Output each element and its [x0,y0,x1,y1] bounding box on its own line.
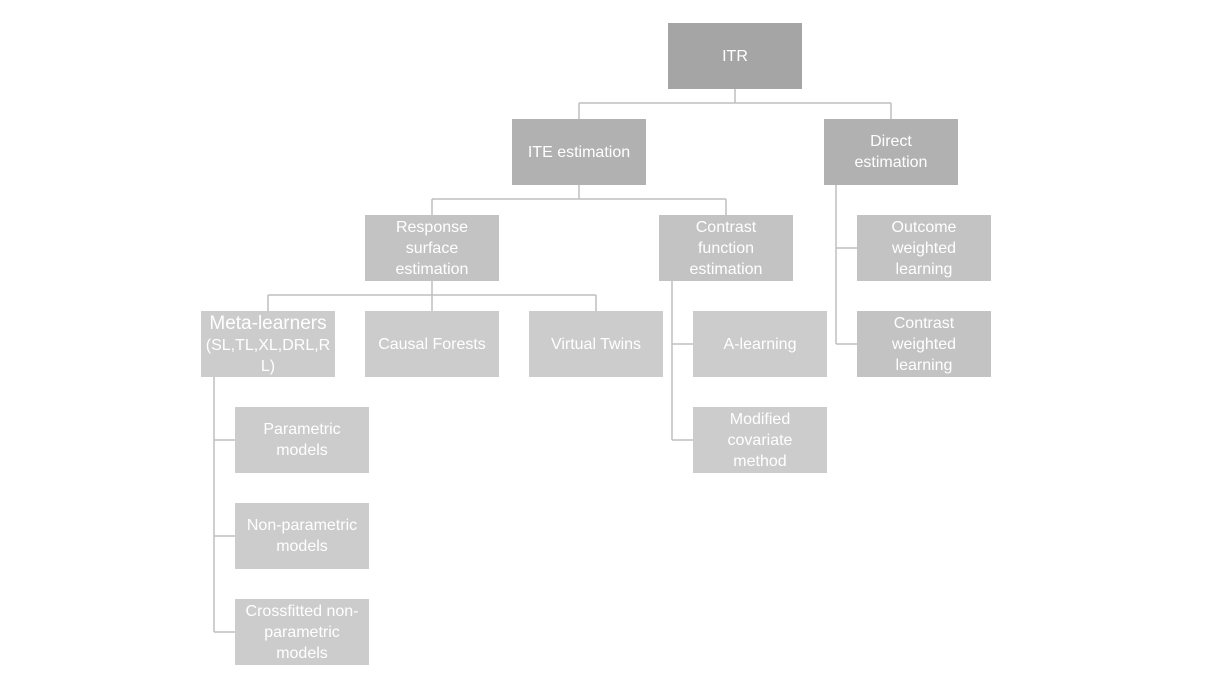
crossfitted-models-label: Crossfitted non- parametric models [245,602,359,662]
parametric-models-node: Parametric models [235,407,369,473]
contrast-function-node: Contrast function estimation [659,215,793,281]
meta-learners-title: Meta-learners [209,312,327,334]
outcome-weighted-label: Outcome weighted learning [891,218,957,278]
response-surface-label: Response surface estimation [395,218,469,278]
ite-estimation-label: ITE estimation [527,143,631,161]
parametric-models-label: Parametric models [263,421,341,459]
direct-estimation-node: Direct estimation [824,119,958,185]
connector-contrast-children [671,281,693,441]
virtual-twins-label: Virtual Twins [550,335,642,353]
contrast-weighted-label: Contrast weighted learning [891,314,957,374]
causal-forests-label: Causal Forests [378,335,486,353]
contrast-function-label: Contrast function estimation [689,218,763,278]
non-parametric-models-node: Non-parametric models [235,503,369,569]
a-learning-node: A-learning [693,311,827,377]
outcome-weighted-node: Outcome weighted learning [857,215,991,281]
modified-covariate-node: Modified covariate method [693,407,827,473]
meta-learners-node: Meta-learners (SL,TL,XL,DRL,R L) [201,311,335,377]
meta-learners-subtitle: (SL,TL,XL,DRL,R L) [205,336,331,375]
connector-direct-children [835,185,857,345]
modified-covariate-label: Modified covariate method [727,410,793,470]
connector-ite-children [431,185,727,215]
itr-node: ITR [668,23,802,89]
causal-forests-node: Causal Forests [365,311,499,377]
response-surface-node: Response surface estimation [365,215,499,281]
connector-itr-children [578,89,892,119]
connector-response-children [267,281,597,311]
ite-estimation-node: ITE estimation [512,119,646,185]
a-learning-label: A-learning [723,335,797,353]
virtual-twins-node: Virtual Twins [529,311,663,377]
crossfitted-models-node: Crossfitted non- parametric models [235,599,369,665]
itr-label: ITR [722,47,748,65]
contrast-weighted-node: Contrast weighted learning [857,311,991,377]
connector-meta-children [213,377,235,633]
direct-estimation-label: Direct estimation [854,133,928,171]
non-parametric-models-label: Non-parametric models [246,517,358,555]
